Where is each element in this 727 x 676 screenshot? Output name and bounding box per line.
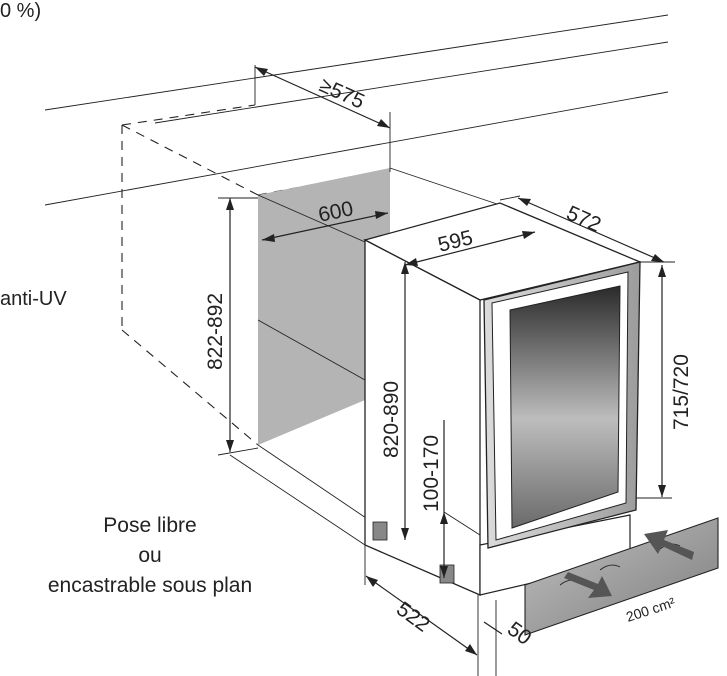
arrow-in-icon — [644, 530, 694, 560]
dim-feet-height-label: 100-170 — [420, 435, 443, 512]
dim-door-height — [636, 265, 672, 499]
dim-niche-height-label: 822-892 — [204, 293, 227, 370]
dim-niche-height — [217, 197, 259, 456]
vent-area-label: 200 cm² — [624, 594, 677, 625]
dim-niche-depth-label: ≥575 — [316, 74, 368, 114]
caption-line-3: encastrable sous plan — [48, 574, 252, 597]
header-fragment: 0 %) — [0, 0, 41, 22]
dim-niche-depth — [254, 65, 391, 172]
dim-feet-height — [440, 420, 481, 578]
side-note-anti-uv: anti-UV — [0, 288, 67, 310]
arrow-out-icon — [564, 572, 612, 598]
dim-niche-width — [261, 211, 389, 242]
niche-back-wall — [257, 168, 390, 445]
dim-unit-depth — [499, 195, 675, 263]
dim-unit-width — [404, 231, 536, 266]
airflow-arrows — [564, 530, 694, 598]
worktop-lines — [44, 14, 669, 206]
installation-caption: Pose libre ou encastrable sous plan — [48, 514, 252, 597]
caption-line-1: Pose libre — [103, 514, 196, 537]
glass-door — [483, 261, 641, 549]
dim-door-thickness — [483, 600, 503, 676]
wine-cooler-body — [363, 202, 643, 596]
caption-line-2: ou — [138, 544, 161, 567]
dim-base-depth-label: 522 — [392, 597, 434, 636]
dim-unit-height-label: 820-890 — [380, 381, 403, 458]
dim-base-depth — [364, 545, 479, 676]
dim-door-height-label: 715/720 — [670, 354, 693, 430]
dim-unit-height — [401, 262, 409, 540]
